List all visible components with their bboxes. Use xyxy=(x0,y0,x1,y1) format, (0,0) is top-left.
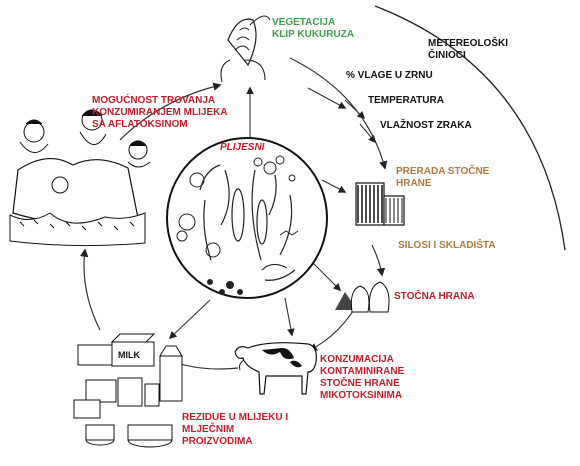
arrow-temperature xyxy=(344,99,366,120)
label-meteorological: METEREOLOŠKI ČINIOCI xyxy=(428,38,508,62)
label-silos: SILOSI I SKLADIŠTA xyxy=(398,240,496,251)
label-vegetation-line1: VEGETACIJA xyxy=(272,17,336,28)
label-feed: STOČNA HRANA xyxy=(394,291,475,302)
family-meal-icon xyxy=(9,109,151,247)
label-vegetation-line2: KLIP KUKURUZA xyxy=(272,29,355,40)
label-consumption-line1: KONZUMACIJA xyxy=(320,354,394,365)
corn-cob-icon xyxy=(220,15,271,83)
cow-icon xyxy=(234,342,317,395)
label-feed-processing-line2: HRANE xyxy=(396,178,432,189)
meteorological-arc xyxy=(374,5,566,251)
feed-sacks-icon xyxy=(335,281,390,313)
label-poisoning-line3: SA AFLATOKSINOM xyxy=(92,119,188,130)
cycle-arrow-corn-to-processing xyxy=(289,57,388,170)
cycle-arrow-family-to-corn xyxy=(119,82,222,141)
mold-spores-icon xyxy=(166,137,328,299)
label-air-humidity: VLAŽNOST ZRAKA xyxy=(380,120,472,131)
arrow-grain-moisture xyxy=(307,87,347,109)
label-consumption: KONZUMACIJA KONTAMINIRANE STOČNE HRANE M… xyxy=(320,354,404,402)
label-poisoning-line2: KONZUMIRANJEM MLIJEKA xyxy=(92,107,228,118)
milk-products-icon xyxy=(73,333,183,448)
storage-building-icon xyxy=(355,182,405,226)
label-consumption-line3: STOČNE HRANE xyxy=(320,378,400,389)
arrow-center-to-feed xyxy=(309,259,342,292)
label-feed-processing-line1: PRERADA STOČNE xyxy=(396,166,490,177)
label-residues-line3: PROIZVODIMA xyxy=(182,436,253,447)
label-consumption-line4: MIKOTOKSINIMA xyxy=(320,390,403,401)
center-title: PLIJESNI xyxy=(220,142,265,153)
cycle-arrow-storage-to-feed xyxy=(371,244,386,277)
label-consumption-line2: KONTAMINIRANE xyxy=(320,366,405,377)
arrow-center-to-processing xyxy=(321,179,347,193)
label-poisoning-line1: MOGUĆNOST TROVANJA xyxy=(92,95,216,106)
milk-carton-label: MILK xyxy=(118,350,140,360)
label-residues-line1: REZIDUE U MLIJEKU I xyxy=(182,412,289,423)
arrow-center-to-milk xyxy=(168,299,211,340)
label-vegetation: VEGETACIJA KLIP KUKURUZA xyxy=(272,17,354,41)
label-poisoning: MOGUĆNOST TROVANJA KONZUMIRANJEM MLIJEKA… xyxy=(92,95,228,131)
label-feed-processing: PRERADA STOČNE HRANE xyxy=(396,166,489,190)
label-residues-line2: MLJEČNIM xyxy=(182,424,235,435)
arrow-center-to-cow xyxy=(284,297,295,337)
label-temperature: TEMPERATURA xyxy=(368,95,444,106)
label-residues: REZIDUE U MLIJEKU I MLJEČNIM PROIZVODIMA xyxy=(182,412,288,448)
arrow-air-humidity xyxy=(359,123,376,144)
label-meteorological-line1: METEREOLOŠKI xyxy=(428,38,509,49)
label-grain-moisture: % VLAGE U ZRNU xyxy=(346,70,433,81)
label-meteorological-line2: ČINIOCI xyxy=(428,50,466,61)
cycle-arrow-milk-to-family xyxy=(80,248,101,331)
